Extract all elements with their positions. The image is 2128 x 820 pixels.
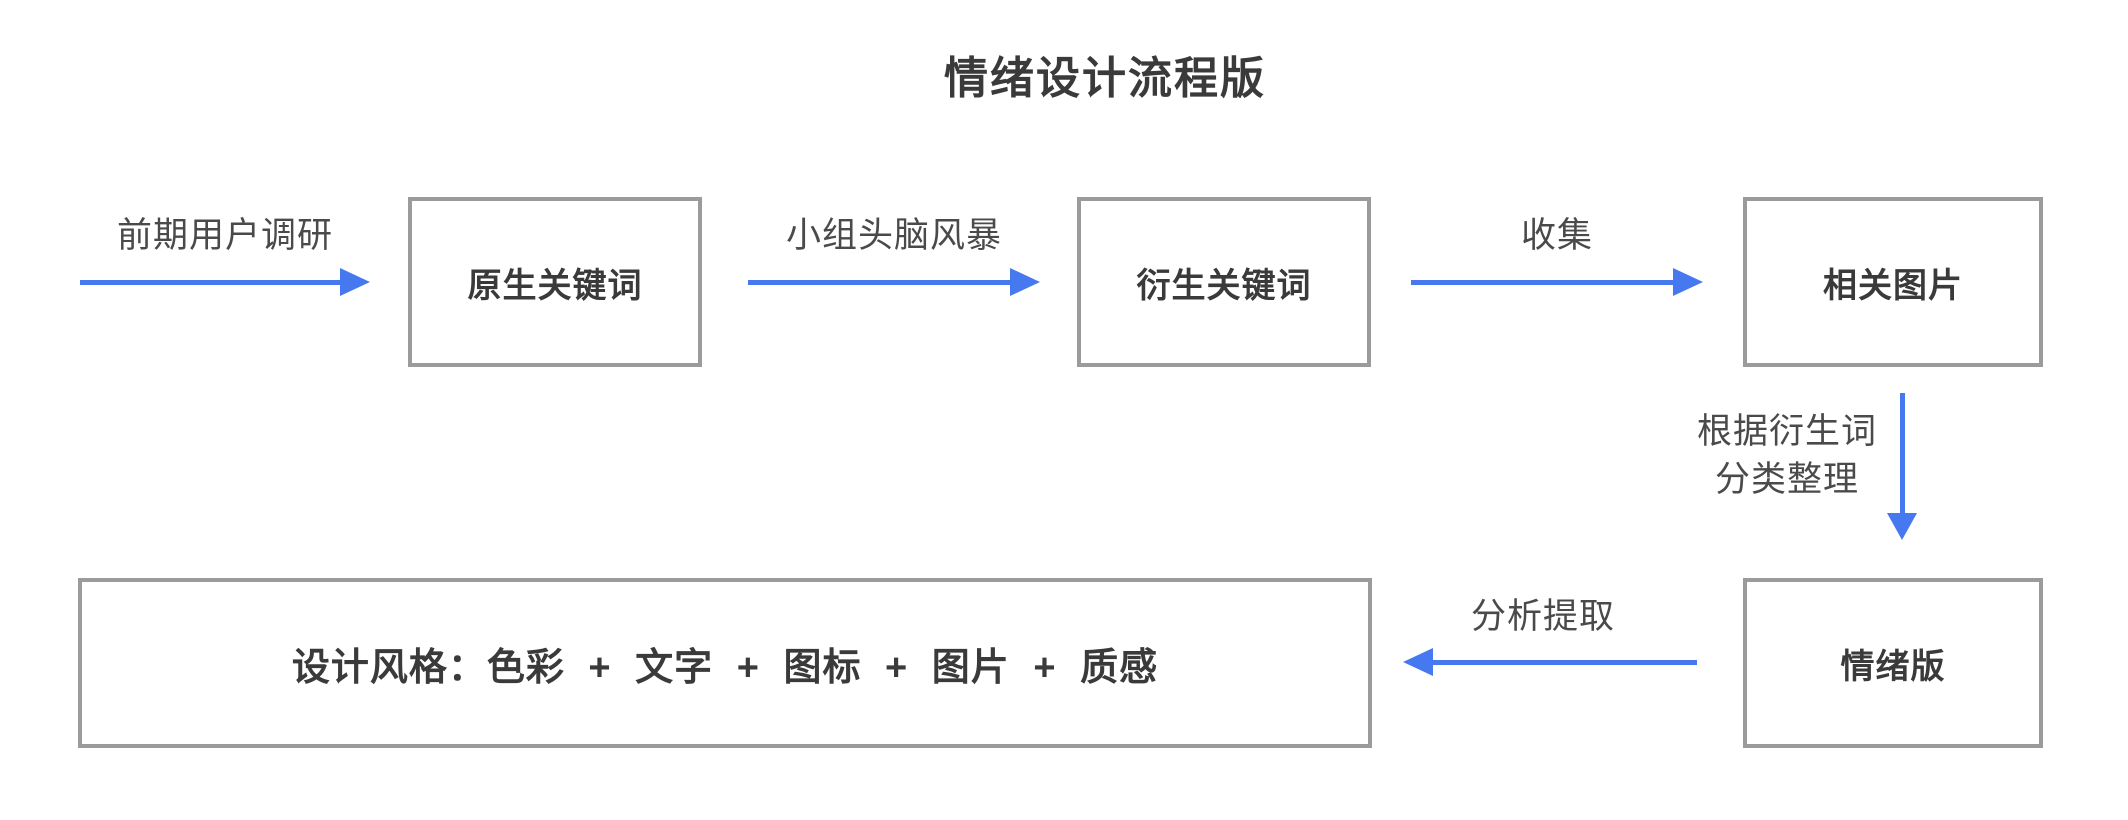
box-label: 原生关键词	[467, 266, 643, 305]
arrow-line	[1433, 660, 1697, 665]
arrowhead-down-icon	[1887, 513, 1917, 540]
arrow-line	[748, 280, 1010, 285]
arrow-line	[1900, 393, 1905, 513]
box-label: 情绪版	[1840, 647, 1946, 686]
arrow-line	[1411, 280, 1673, 285]
arrow-label-line1: 根据衍生词	[1696, 412, 1877, 451]
arrowhead-right-icon	[340, 268, 370, 296]
arrowhead-right-icon	[1673, 268, 1703, 296]
arrow-label-line2: 分类整理	[1714, 460, 1859, 499]
box-origin-keywords: 原生关键词	[408, 197, 702, 367]
arrow-label-classify: 根据衍生词 分类整理	[1637, 408, 1937, 504]
arrow-label-brainstorm: 小组头脑风暴	[785, 216, 1002, 255]
box-label: 设计风格：色彩 + 文字 + 图标 + 图片 + 质感	[291, 646, 1159, 689]
arrow-label-analyze: 分析提取	[1470, 597, 1615, 636]
diagram-title: 情绪设计流程版	[944, 54, 1266, 103]
box-label: 相关图片	[1823, 266, 1963, 305]
arrow-label-user-research: 前期用户调研	[116, 216, 333, 255]
box-related-images: 相关图片	[1743, 197, 2043, 367]
arrow-line	[80, 280, 340, 285]
arrow-label-collect: 收集	[1520, 216, 1593, 255]
box-label: 衍生关键词	[1136, 266, 1312, 305]
box-derived-keywords: 衍生关键词	[1077, 197, 1371, 367]
box-mood-board: 情绪版	[1743, 578, 2043, 748]
arrowhead-left-icon	[1403, 648, 1433, 676]
arrowhead-right-icon	[1010, 268, 1040, 296]
box-design-style: 设计风格：色彩 + 文字 + 图标 + 图片 + 质感	[78, 578, 1372, 748]
